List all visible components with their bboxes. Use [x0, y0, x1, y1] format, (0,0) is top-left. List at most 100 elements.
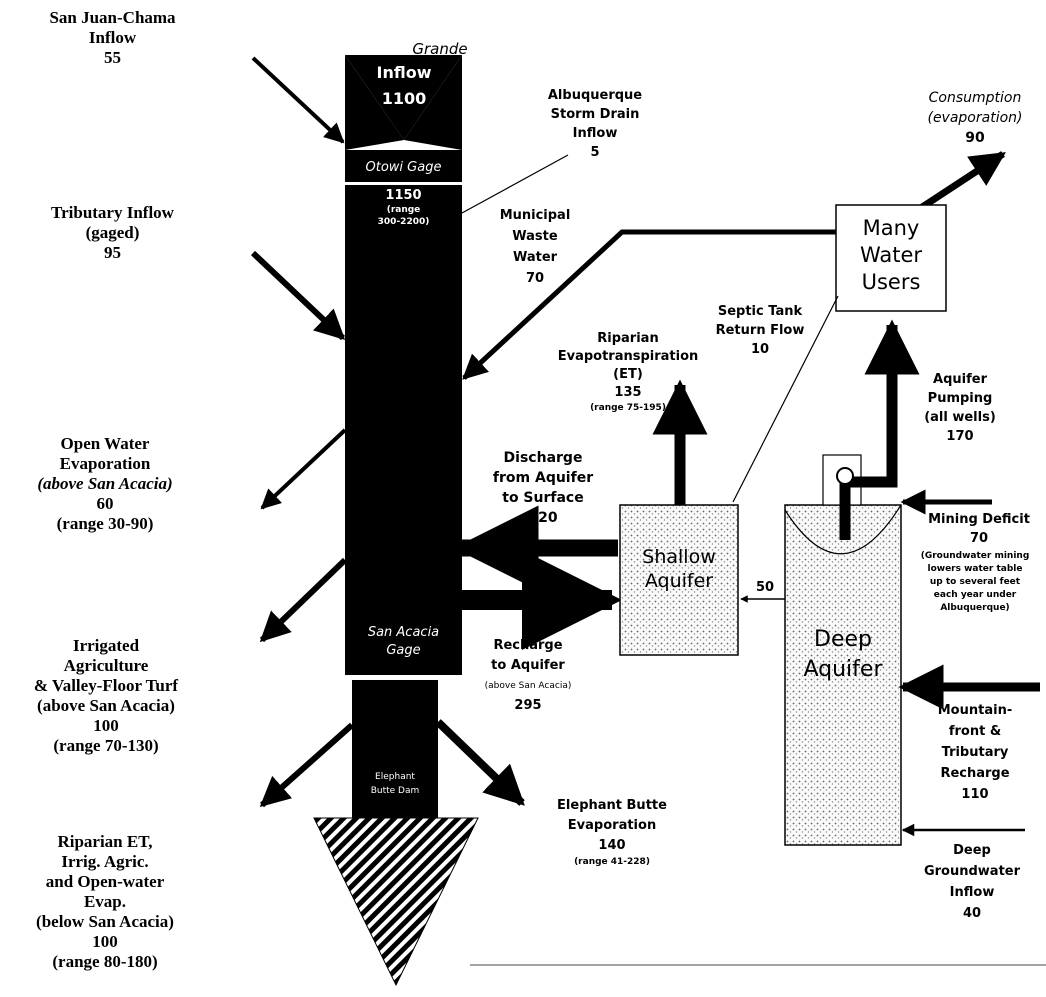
label-line: Inflow — [88, 28, 137, 47]
label-line: Tributary — [941, 745, 1009, 760]
label-line: from Aquifer — [492, 470, 594, 486]
mining-deficit-label: Mining Deficit 70 — [912, 510, 1046, 548]
note-line: Albuquerque) — [940, 603, 1010, 613]
san-acacia-gage-label: San Acacia Gage — [345, 624, 462, 660]
note-line: up to several feet — [929, 577, 1021, 587]
label-value: 40 — [962, 906, 982, 921]
label-line: (evaporation) — [927, 110, 1023, 126]
label-value: 95 — [104, 243, 121, 262]
label-line: to Surface — [502, 490, 584, 506]
label-value: 90 — [965, 130, 985, 146]
storm-drain-label: Albuquerque Storm Drain Inflow 5 — [530, 86, 660, 162]
main-flow-label: 1150 (range 300-2200) — [345, 187, 462, 228]
label-line: Water — [859, 243, 923, 267]
label-line: Irrigated — [72, 636, 140, 655]
label-value: 55 — [104, 48, 121, 67]
grande-inflow-value: 1100 — [381, 89, 427, 108]
label-range: (range 30-90) — [56, 514, 154, 533]
septic-tank-label: Septic Tank Return Flow 10 — [700, 302, 820, 359]
label-value: 100 — [93, 716, 119, 735]
label-line: San Juan-Chama — [49, 8, 176, 27]
aquifer-pumping-arrow — [845, 319, 920, 488]
inflow-label: Inflow — [376, 63, 432, 82]
label-value: 295 — [514, 698, 542, 713]
label-line: & Valley-Floor Turf — [33, 676, 179, 695]
label-line: Shallow — [642, 546, 716, 568]
riparian-below-arrow — [259, 722, 354, 808]
label-line: Groundwater — [923, 864, 1021, 879]
label-line: Water — [512, 250, 558, 265]
municipal-waste-label: Municipal Waste Water 70 — [485, 205, 585, 289]
recharge-label: Recharge to Aquifer (above San Acacia) 2… — [448, 636, 608, 716]
label-line: Pumping — [927, 391, 993, 406]
label-line: Elephant Butte — [557, 798, 667, 813]
label-line: Many — [862, 216, 920, 240]
label-line: Septic Tank — [717, 304, 803, 319]
elephant-butte-evap-label: Elephant Butte Evaporation 140 (range 41… — [522, 796, 702, 869]
label-line: Tributary Inflow — [51, 203, 174, 222]
riparian-below-san-acacia-label: Riparian ET, Irrig. Agric. and Open-wate… — [5, 832, 205, 972]
irrigated-agriculture-label: Irrigated Agriculture & Valley-Floor Tur… — [0, 636, 212, 756]
label-line: (ET) — [613, 367, 643, 382]
otowi-gage-band — [345, 150, 462, 183]
san-juan-inflow-arrow — [251, 56, 345, 144]
label-line: Deep — [814, 627, 872, 652]
label-range: (range 70-130) — [53, 736, 159, 755]
label-line: Evaporation — [567, 818, 657, 833]
shallow-aquifer-box — [619, 504, 739, 656]
tributary-inflow-label: Tributary Inflow (gaged) 95 — [20, 203, 205, 263]
otowi-gage-label: Otowi Gage — [365, 160, 442, 175]
consumption-label: Consumption (evaporation) 90 — [910, 88, 1040, 148]
label-line: Users — [861, 270, 921, 294]
san-juan-chama-label: San Juan-Chama Inflow 55 — [20, 8, 205, 68]
note-line: (Groundwater mining — [920, 551, 1030, 561]
label-line: and Open-water — [45, 872, 165, 891]
label-value: 70 — [969, 531, 989, 546]
elephant-butte-outflow-triangle — [313, 817, 479, 987]
discharge-label: Discharge from Aquifer to Surface 220 — [478, 448, 608, 528]
label-line: Recharge — [940, 766, 1010, 781]
label-line: Consumption — [928, 90, 1022, 106]
label-line: San Acacia — [367, 625, 440, 640]
label-line: to Aquifer — [491, 658, 565, 673]
label-range: (range 75-195) — [590, 403, 666, 413]
shallow-aquifer-label: Shallow Aquifer — [620, 545, 738, 593]
label-line: Irrig. Agric. — [61, 852, 149, 871]
label-line: Riparian — [597, 331, 659, 346]
label-value: 70 — [525, 271, 545, 286]
label-line: Riparian ET, — [57, 832, 153, 851]
riparian-et-label: Riparian Evapotranspiration (ET) 135 (ra… — [548, 330, 708, 415]
mountain-front-label: Mountain- front & Tributary Recharge 110 — [920, 700, 1030, 805]
deep-aquifer-water-table — [784, 504, 902, 555]
label-line: Evap. — [83, 892, 127, 911]
label-line: Butte Dam — [370, 786, 420, 796]
river-main-channel — [345, 185, 462, 675]
label-value: 60 — [96, 494, 114, 513]
label-line: Municipal — [499, 208, 571, 223]
note-line: lowers water table — [927, 564, 1023, 574]
label-line: Elephant — [375, 772, 415, 782]
main-flow-range-line: (range — [386, 205, 421, 215]
irrigated-ag-arrow — [259, 557, 348, 643]
river-lower-channel — [352, 680, 438, 818]
elephant-butte-dam-label: Elephant Butte Dam — [352, 770, 438, 798]
label-value: 100 — [92, 932, 118, 951]
aquifer-exchange-value: 50 — [755, 580, 775, 595]
label-line: Aquifer — [933, 372, 987, 387]
grande-label: Grande — [412, 40, 468, 58]
septic-return-line — [732, 295, 839, 503]
label-line: Storm Drain — [550, 107, 640, 122]
label-line: Inflow — [949, 885, 995, 900]
label-line: (below San Acacia) — [36, 912, 174, 931]
open-water-evaporation-label: Open Water Evaporation (above San Acacia… — [10, 434, 200, 534]
label-value: 135 — [614, 385, 642, 400]
label-line: Agriculture — [63, 656, 149, 675]
deep-inflow-label: Deep Groundwater Inflow 40 — [912, 840, 1032, 924]
note-line: each year under — [933, 590, 1017, 600]
label-line: Aquifer — [803, 657, 883, 682]
many-water-users-box — [835, 204, 947, 312]
aquifer-pumping-label: Aquifer Pumping (all wells) 170 — [910, 370, 1010, 446]
storm-drain-line — [461, 154, 569, 214]
